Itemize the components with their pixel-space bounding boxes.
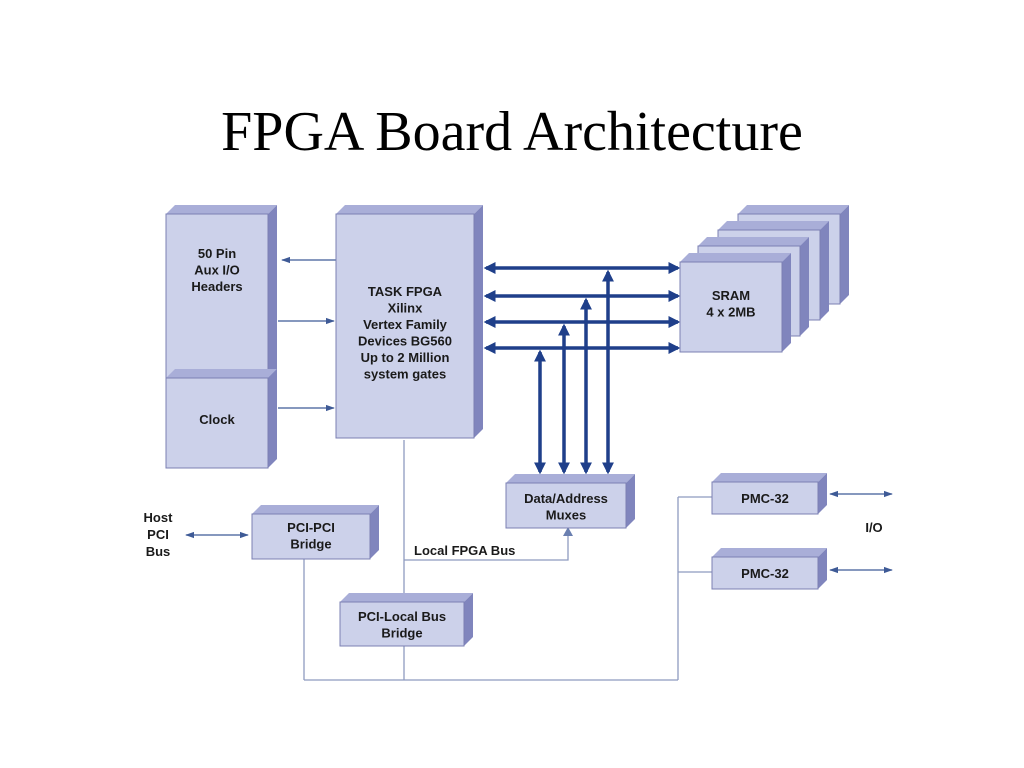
box-top-face: [680, 253, 791, 262]
box-top-face: [506, 474, 635, 483]
box-top-face: [718, 221, 829, 230]
sram-block: SRAM 4 x 2MB: [679, 253, 791, 353]
io-label: I/O: [865, 520, 882, 535]
box-top-face: [738, 205, 849, 214]
box-front-face: [505, 482, 627, 529]
box-side-face: [268, 369, 277, 468]
block-label-line: Up to 2 Million: [361, 350, 450, 365]
box-top-face: [712, 473, 827, 482]
box-top-face: [698, 237, 809, 246]
block-label-line: PMC-32: [741, 566, 789, 581]
block-label-line: PMC-32: [741, 491, 789, 506]
data-buses: [483, 262, 681, 475]
host-pci-label-line-1: Host: [144, 510, 174, 525]
block-label-line: Xilinx: [388, 301, 423, 316]
box-front-face: [335, 213, 475, 439]
box-side-face: [464, 593, 473, 646]
free-labels: Host PCI Bus Local FPGA Bus I/O: [144, 510, 883, 559]
block-label-line: Devices BG560: [358, 334, 452, 349]
box-top-face: [340, 593, 473, 602]
box-side-face: [800, 237, 809, 336]
box-side-face: [840, 205, 849, 304]
wire-local-bus-arrow: [563, 527, 573, 536]
slide-title: FPGA Board Architecture: [221, 101, 803, 163]
box-front-face: [711, 481, 819, 515]
block-label-line: Muxes: [546, 508, 586, 523]
box-top-face: [166, 369, 277, 378]
pci-pci-bridge-block: PCI-PCI Bridge: [251, 505, 379, 560]
pmc-32-block-2: PMC-32: [711, 548, 827, 590]
box-front-face: [711, 556, 819, 590]
block-label-line: Data/Address: [524, 491, 608, 506]
box-side-face: [818, 473, 827, 514]
box-top-face: [712, 548, 827, 557]
box-side-face: [370, 505, 379, 559]
block-label-line: Clock: [199, 412, 235, 427]
wire-local-bus: [404, 532, 569, 561]
block-label-line: PCI-Local Bus: [358, 609, 446, 624]
host-pci-label-line-3: Bus: [146, 544, 171, 559]
block-label-line: PCI-PCI: [287, 520, 335, 535]
box-front-face: [339, 601, 465, 647]
box-top-face: [166, 205, 277, 214]
block-label-line: 50 Pin: [198, 246, 236, 261]
block-label-line: Bridge: [381, 626, 422, 641]
box-top-face: [336, 205, 483, 214]
host-pci-label-line-2: PCI: [147, 527, 169, 542]
box-front-face: [165, 377, 269, 469]
clock-block: Clock: [165, 369, 277, 469]
box-side-face: [782, 253, 791, 352]
box-side-face: [474, 205, 483, 438]
box-front-face: [679, 261, 783, 353]
block-label-line: SRAM: [712, 288, 750, 303]
connection-wires: [185, 256, 893, 681]
box-front-face: [251, 513, 371, 560]
block-label-line: system gates: [364, 367, 446, 382]
local-fpga-bus-label: Local FPGA Bus: [414, 543, 515, 558]
block-label-line: Headers: [191, 279, 242, 294]
block-label-line: Bridge: [290, 537, 331, 552]
block-label-line: TASK FPGA: [368, 284, 443, 299]
box-side-face: [626, 474, 635, 528]
block-label-line: Vertex Family: [363, 317, 448, 332]
pmc-32-block-1: PMC-32: [711, 473, 827, 515]
box-top-face: [252, 505, 379, 514]
box-side-face: [818, 548, 827, 589]
box-side-face: [820, 221, 829, 320]
block-label-line: 4 x 2MB: [706, 305, 755, 320]
block-label-line: Aux I/O: [194, 263, 240, 278]
